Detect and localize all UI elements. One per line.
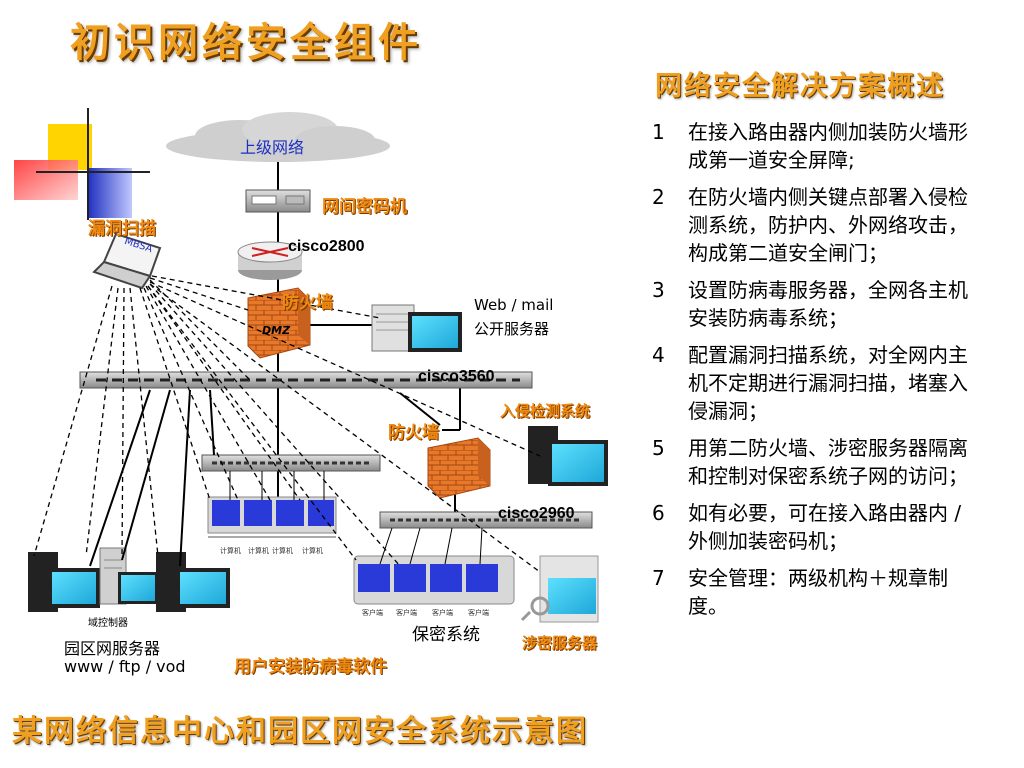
upper-network-label: 上级网络 [240,138,305,157]
core-switch-icon [79,371,533,389]
step-text: 在接入路由器内侧加装防火墙形成第一道安全屏障; [688,120,968,172]
page-subtitle: 网络安全解决方案概述 [655,71,945,102]
step-number: 1 [652,120,665,144]
step-text: 用第二防火墙、涉密服务器隔离和控制对保密系统子网的访问； [688,436,968,488]
list-item: 1 在接入路由器内侧加装防火墙形成第一道安全屏障; [650,118,1022,174]
list-item: 5 用第二防火墙、涉密服务器隔离和控制对保密系统子网的访问； [650,434,1022,490]
client-computers-icon [353,527,515,605]
access-switch-label: cisco2960 [498,505,575,522]
computer-label: 计算机 [272,547,293,555]
client-label: 客户端 [432,609,453,617]
page-title: 初识网络安全组件 [70,19,422,66]
router-label: cisco2800 [288,238,365,255]
campus-server-label-line2: www / ftp / vod [64,657,186,676]
diagram-caption: 某网络信息中心和园区网安全系统示意图 [12,714,588,749]
firewall-1-icon [247,287,311,359]
access-switch-2960-icon [379,511,593,529]
computer-label: 计算机 [248,547,269,555]
web-mail-label-line2: 公开服务器 [474,320,550,338]
computer-label: 计算机 [220,547,241,555]
campus-servers-icon [28,547,230,612]
user-computers-icon [207,471,337,538]
cloud-icon [166,112,390,162]
classified-server-icon [520,555,599,623]
solution-steps-list: 1 在接入路由器内侧加装防火墙形成第一道安全屏障; 2 在防火墙内侧关键点部署入… [650,118,1022,629]
step-text: 配置漏洞扫描系统，对全网内主机不定期进行漏洞扫描，堵塞入侵漏洞； [688,343,968,423]
scan-lines [33,275,541,573]
laptop-icon [92,232,162,290]
step-number: 2 [652,185,665,209]
web-mail-server-icon [371,304,462,352]
encryptor-device-icon [245,189,311,213]
list-item: 2 在防火墙内侧关键点部署入侵检测系统，防护内、外网络攻击，构成第二道安全闸门； [650,183,1022,267]
classified-server-label: 涉密服务器 [522,634,598,652]
list-item: 3 设置防病毒服务器，全网各主机安装防病毒系统； [650,276,1022,332]
client-label: 客户端 [362,609,383,617]
ids-computer-icon [528,426,608,486]
step-number: 3 [652,278,665,302]
decorative-blocks [14,108,150,220]
computer-label: 计算机 [302,547,323,555]
web-mail-label-line1: Web / mail [474,296,554,314]
classified-system-label: 保密系统 [412,625,480,645]
core-switch-label: cisco3560 [418,368,495,385]
link-encryptor-label: 网间密码机 [322,197,407,217]
step-text: 如有必要，可在接入路由器内 / 外侧加装密码机； [688,501,962,553]
step-text: 设置防病毒服务器，全网各主机安装防病毒系统； [688,278,968,330]
list-item: 4 配置漏洞扫描系统，对全网内主机不定期进行漏洞扫描，堵塞入侵漏洞； [650,341,1022,425]
dmz-label: DMZ [262,324,291,337]
firewall-1-label: 防火墙 [282,293,333,313]
step-number: 7 [652,566,665,590]
access-switch-left-icon [201,454,381,472]
client-label: 客户端 [468,609,489,617]
server-uplinks [89,389,215,567]
router-icon [237,241,303,280]
firewall-2-icon [427,437,491,499]
antivirus-label: 用户安装防病毒软件 [234,657,387,677]
list-item: 7 安全管理：两级机构＋规章制度。 [650,564,1022,620]
step-number: 5 [652,436,665,460]
client-label: 客户端 [396,609,417,617]
domain-controller-label: 域控制器 [88,618,128,629]
step-number: 4 [652,343,665,367]
step-number: 6 [652,501,665,525]
step-text: 安全管理：两级机构＋规章制度。 [688,566,948,618]
vuln-scan-label: 漏洞扫描 [88,219,156,239]
list-item: 6 如有必要，可在接入路由器内 / 外侧加装密码机； [650,499,1022,555]
campus-server-label-line1: 园区网服务器 [64,639,161,658]
firewall-2-label: 防火墙 [388,423,439,443]
ids-label: 入侵检测系统 [500,402,591,420]
step-text: 在防火墙内侧关键点部署入侵检测系统，防护内、外网络攻击，构成第二道安全闸门； [688,185,968,265]
